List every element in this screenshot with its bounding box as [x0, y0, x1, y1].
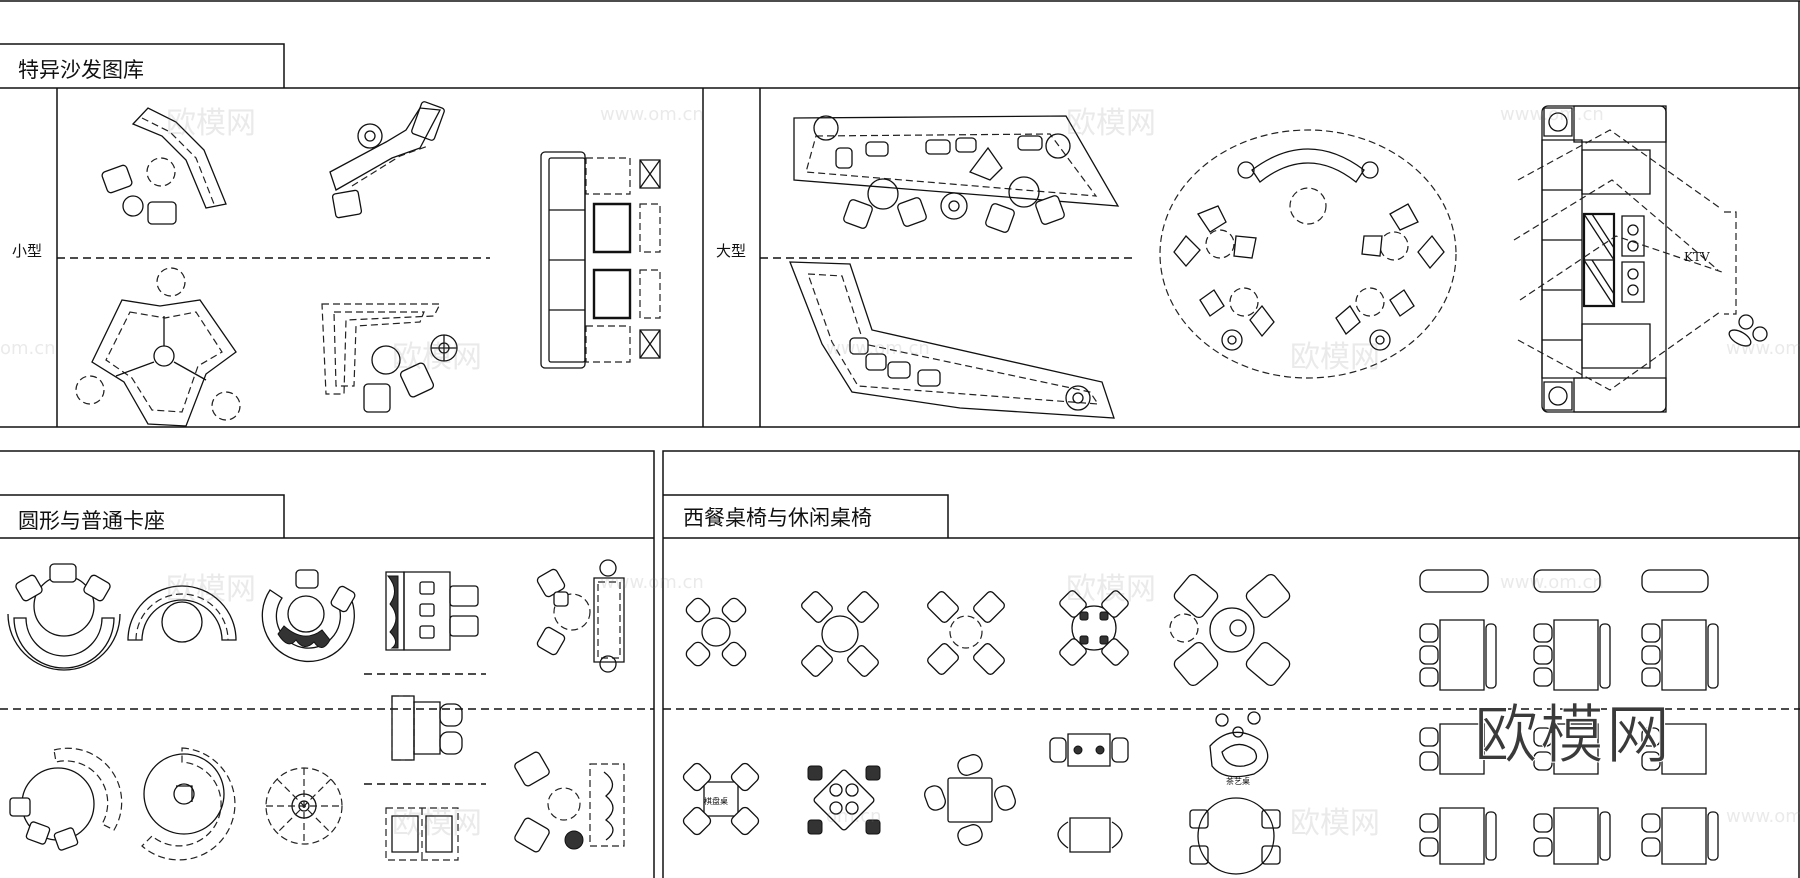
square-table-4-chairs-b	[808, 766, 880, 834]
round-booth-3	[262, 570, 356, 661]
square-table-4-chairs-a	[681, 761, 760, 836]
dining-pair-a	[1420, 570, 1708, 592]
round-booth-2	[128, 586, 236, 642]
small-tri-sofa	[76, 268, 240, 426]
label-small-size: 小型	[12, 242, 43, 260]
large-oval-lounge	[1160, 130, 1456, 378]
tea-table	[1210, 712, 1268, 777]
square-table-2-chairs-b	[1058, 818, 1122, 852]
wedge-sofa-chairs	[836, 136, 1042, 180]
western-round-table-4-chairs-c	[926, 590, 1006, 676]
small-sofa-chairs-set	[322, 304, 457, 412]
round-booth-4	[10, 748, 122, 851]
leisure-round-table-4-armchairs	[1170, 572, 1292, 688]
watermark-brand-large: 欧模网	[1474, 699, 1672, 774]
round-booth-6	[266, 768, 342, 844]
top-panel-frame	[0, 1, 1800, 427]
label-large-size: 大型	[716, 242, 747, 260]
western-round-table-4-chairs-b	[800, 590, 880, 678]
booth-chairs-with-side-sofa	[513, 751, 624, 854]
booth-chairs-with-long-table	[536, 560, 624, 672]
rect-dining-grid-top	[1420, 570, 1718, 690]
western-round-table-4-chairs-d	[1058, 589, 1130, 667]
normal-booth-top	[386, 572, 478, 650]
normal-booth-middle	[392, 696, 462, 760]
ktv-annotation: KTV	[1684, 250, 1710, 264]
round-booth-5	[142, 748, 235, 860]
tea-table-annotation: 茶艺桌	[1226, 777, 1250, 786]
large-ktv-sofa	[1514, 106, 1767, 412]
western-round-table-4-chairs-a	[684, 596, 748, 668]
large-wedge-sofa	[794, 116, 1118, 233]
large-angled-sofa	[790, 262, 1114, 418]
oval-lounge-right-cluster	[1336, 204, 1444, 350]
section-title-western-dining: 西餐桌椅与休闲桌椅	[683, 506, 872, 530]
section-title-special-sofa: 特异沙发图库	[18, 58, 144, 82]
round-booth-1	[8, 564, 120, 670]
square-table-2-chairs-a	[1050, 734, 1128, 766]
small-l-sofa-with-lamp	[330, 101, 445, 218]
square-table-4-chairs-c	[922, 752, 1017, 847]
square-table-annotation: 棋盘桌	[704, 797, 728, 806]
round-table-4-chairs-bottom	[1190, 798, 1280, 874]
dining-4-seat-row-1	[1420, 620, 1718, 690]
bottom-panel-frame	[0, 451, 1800, 878]
normal-booth-bottom	[386, 808, 458, 860]
rect-dining-grid-bottom	[1420, 724, 1718, 864]
small-long-sofa-with-tables	[541, 152, 660, 368]
oval-lounge-left-cluster	[1174, 206, 1274, 350]
section-title-round-booth: 圆形与普通卡座	[18, 509, 165, 533]
small-curved-sofa-set	[101, 108, 226, 224]
